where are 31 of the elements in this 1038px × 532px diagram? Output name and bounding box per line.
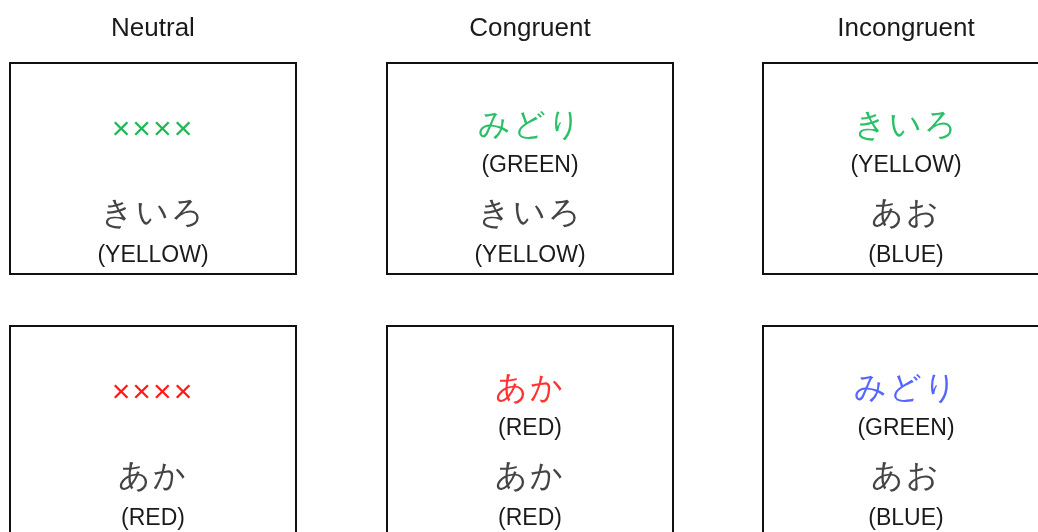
translation: (RED) <box>498 503 562 531</box>
word: あか <box>118 456 188 494</box>
translation: (RED) <box>121 503 185 531</box>
word: あか <box>495 456 565 494</box>
colored-word: きいろ <box>853 105 959 143</box>
word: きいろ <box>100 193 206 231</box>
colored-word: ×××× <box>111 109 195 147</box>
translation: (YELLOW) <box>474 240 586 268</box>
translation: (GREEN) <box>481 150 579 178</box>
colored-word: ×××× <box>111 372 195 410</box>
stimulus-card <box>9 62 297 275</box>
translation: (YELLOW) <box>97 240 209 268</box>
stimulus-card <box>762 325 1038 532</box>
translation: (BLUE) <box>868 503 944 531</box>
stimulus-card <box>762 62 1038 275</box>
translation: (GREEN) <box>857 413 955 441</box>
word: あお <box>871 456 941 494</box>
column-heading: Incongruent <box>837 11 975 44</box>
colored-word: みどり <box>477 105 583 143</box>
colored-word: あか <box>495 368 565 406</box>
stimulus-card <box>9 325 297 532</box>
column-heading: Congruent <box>469 11 591 44</box>
stimulus-card <box>386 325 674 532</box>
stimulus-card <box>386 62 674 275</box>
translation: (YELLOW) <box>850 150 962 178</box>
colored-word: みどり <box>853 368 959 406</box>
word: あお <box>871 193 941 231</box>
translation: (RED) <box>498 413 562 441</box>
column-heading: Neutral <box>111 11 195 44</box>
word: きいろ <box>477 193 583 231</box>
translation: (BLUE) <box>868 240 944 268</box>
